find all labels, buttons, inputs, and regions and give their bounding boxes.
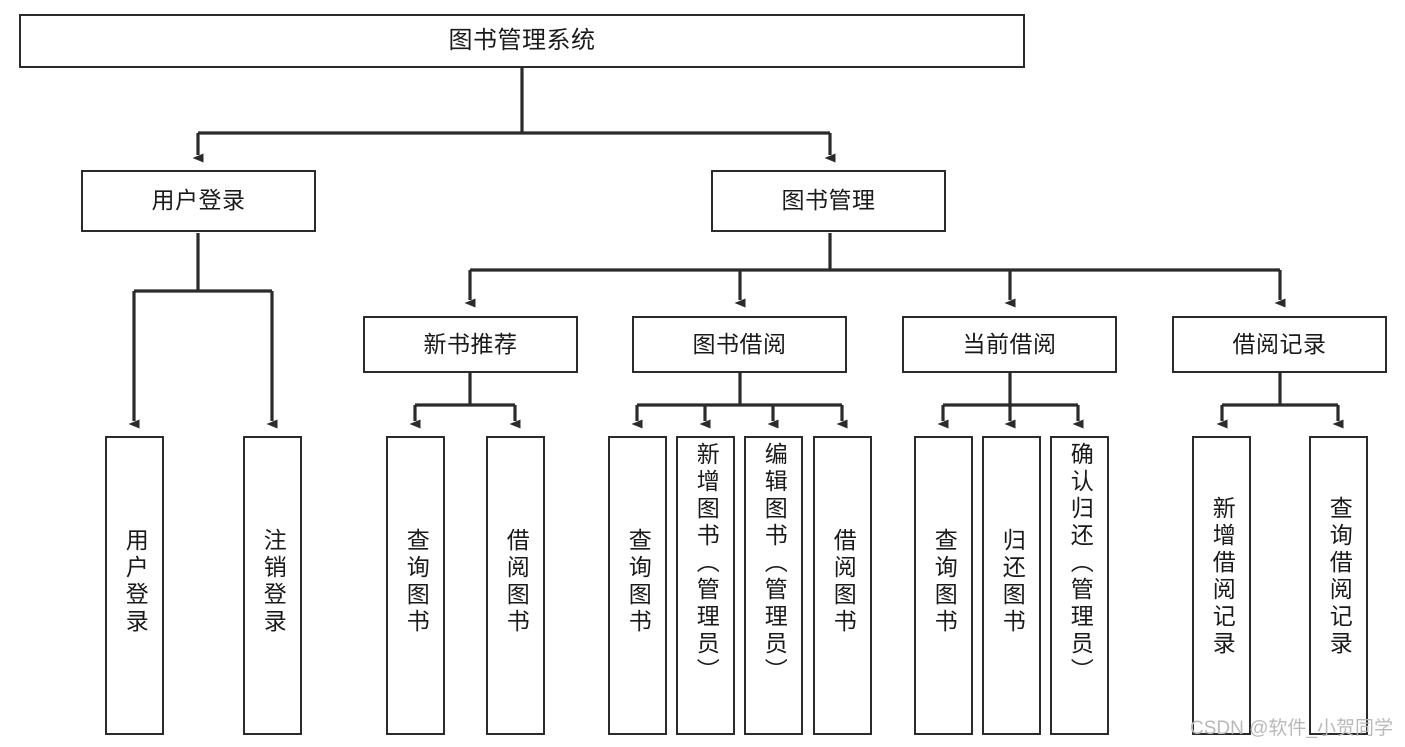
node-label: 查询借阅记录 <box>1326 496 1353 658</box>
node-label: 新增借阅记录 <box>1209 496 1236 658</box>
node-label: 图书管理 <box>781 187 876 214</box>
leaf-record-add-record[interactable]: 新增借阅记录 <box>1192 436 1251 735</box>
node-current-borrow[interactable]: 当前借阅 <box>902 316 1117 373</box>
node-label: 借阅图书 <box>503 528 530 636</box>
leaf-current-return-book[interactable]: 归还图书 <box>982 436 1041 735</box>
watermark: CSDN @软件_小贺同学 <box>1190 718 1393 739</box>
node-label: 查询图书 <box>625 528 652 636</box>
node-user-login[interactable]: 用户登录 <box>81 170 316 232</box>
node-borrow-record[interactable]: 借阅记录 <box>1172 316 1387 373</box>
node-label: 新书推荐 <box>423 330 518 357</box>
leaf-borrow-edit-book[interactable]: 编辑图书（管理员） <box>744 436 803 735</box>
leaf-user-login-logout[interactable]: 注销登录 <box>243 436 302 735</box>
node-label: 查询图书 <box>931 528 958 636</box>
leaf-current-confirm-return[interactable]: 确认归还（管理员） <box>1050 436 1109 735</box>
node-label: 用户登录 <box>122 528 149 636</box>
leaf-record-query-record[interactable]: 查询借阅记录 <box>1309 436 1368 735</box>
node-label: 用户登录 <box>151 187 246 214</box>
leaf-current-query-book[interactable]: 查询图书 <box>914 436 973 735</box>
node-label: 图书借阅 <box>692 330 787 357</box>
node-label: 注销登录 <box>260 528 287 636</box>
leaf-borrow-borrow-book[interactable]: 借阅图书 <box>813 436 872 735</box>
leaf-recommend-query-book[interactable]: 查询图书 <box>386 436 445 735</box>
node-label: 确认归还（管理员） <box>1067 442 1094 685</box>
node-book-borrow[interactable]: 图书借阅 <box>632 316 847 373</box>
node-root-system[interactable]: 图书管理系统 <box>19 14 1025 68</box>
leaf-recommend-borrow-book[interactable]: 借阅图书 <box>486 436 545 735</box>
leaf-user-login-login[interactable]: 用户登录 <box>105 436 164 735</box>
node-label: 新增图书（管理员） <box>693 442 720 685</box>
node-label: 归还图书 <box>999 528 1026 636</box>
node-label: 借阅记录 <box>1232 330 1327 357</box>
node-label: 借阅图书 <box>830 528 857 636</box>
node-label: 当前借阅 <box>962 330 1057 357</box>
node-book-management[interactable]: 图书管理 <box>711 170 946 232</box>
node-new-book-recommend[interactable]: 新书推荐 <box>363 316 578 373</box>
node-label: 查询图书 <box>403 528 430 636</box>
leaf-borrow-add-book[interactable]: 新增图书（管理员） <box>676 436 735 735</box>
node-label: 图书管理系统 <box>448 26 596 54</box>
node-label: 编辑图书（管理员） <box>761 442 788 685</box>
leaf-borrow-query-book[interactable]: 查询图书 <box>608 436 667 735</box>
